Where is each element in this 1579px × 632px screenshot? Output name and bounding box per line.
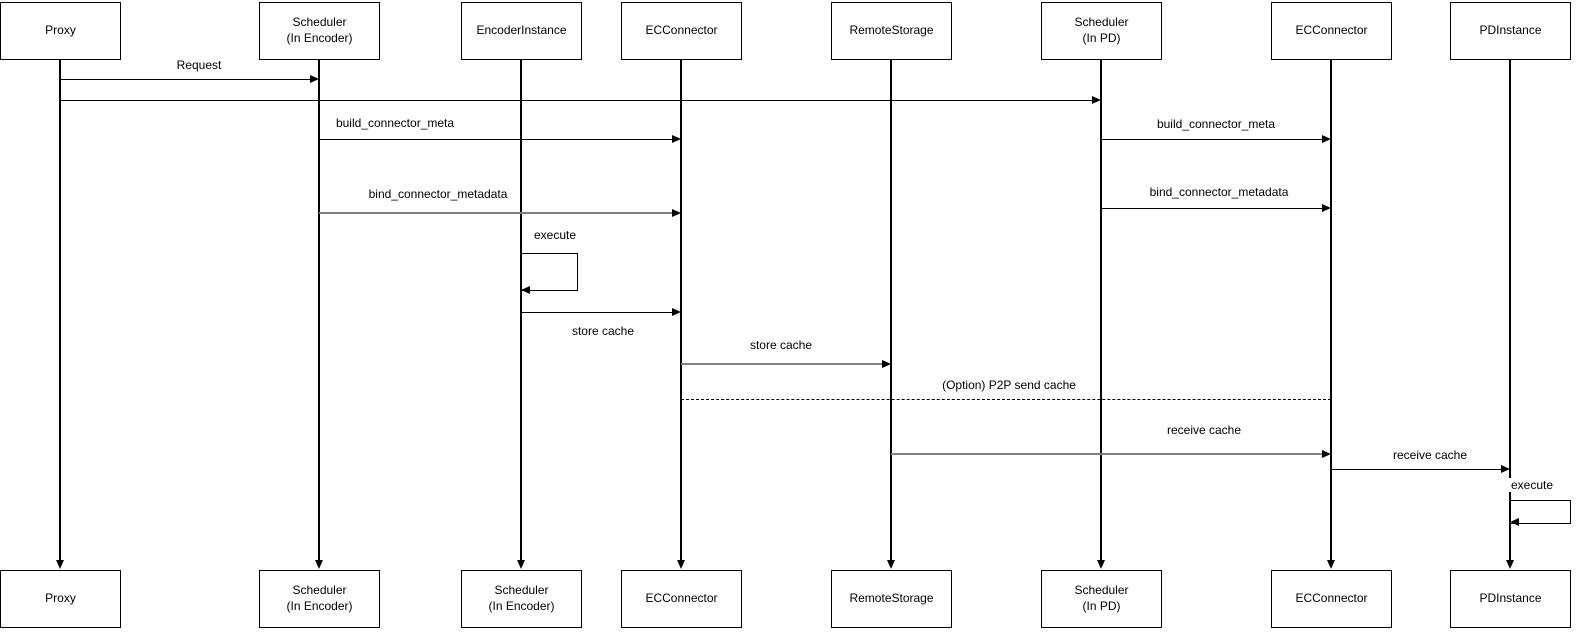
lifeline-scheduler-encoder [318, 60, 320, 561]
message-line-request [60, 78, 312, 80]
message-selfloop-execute-pd [1510, 500, 1571, 524]
participant-bottom-ec-connector-2: ECConnector [1271, 570, 1392, 628]
message-line-bind-connector-metadata-left [319, 212, 674, 215]
participant-top-proxy: Proxy [0, 2, 121, 60]
message-line-p2p-send-cache [681, 398, 1331, 400]
message-arrowhead-proxy-to-scheduler-pd [1092, 95, 1101, 104]
message-label-execute-pd: execute [1507, 478, 1557, 492]
message-label-receive-cache-1: receive cache [1163, 423, 1245, 437]
message-line-build-connector-meta-left [319, 138, 674, 140]
message-label-bind-connector-metadata-left: bind_connector_metadata [365, 187, 511, 201]
participant-bottom-encoder-instance: Scheduler (In Encoder) [461, 570, 582, 628]
participant-bottom-pd-instance: PDInstance [1450, 570, 1571, 628]
participant-bottom-scheduler-pd: Scheduler (In PD) [1041, 570, 1162, 628]
message-label-execute-encoder: execute [530, 228, 580, 242]
message-label-build-connector-meta-left: build_connector_meta [332, 116, 458, 130]
message-arrowhead-receive-cache-1 [1322, 449, 1331, 458]
message-arrowhead-store-cache-2 [882, 359, 891, 368]
lifeline-scheduler-pd [1100, 60, 1102, 561]
message-arrowhead-execute-pd [1510, 517, 1519, 526]
lifeline-remote-storage [890, 60, 892, 561]
message-line-proxy-to-scheduler-pd [60, 99, 1094, 101]
message-line-receive-cache-2 [1331, 468, 1503, 470]
message-label-bind-connector-metadata-right: bind_connector_metadata [1146, 185, 1292, 199]
participant-bottom-ec-connector-1: ECConnector [621, 570, 742, 628]
lifeline-proxy [59, 60, 61, 561]
lifeline-pd-instance [1509, 60, 1511, 561]
lifeline-ec-connector-2 [1330, 60, 1332, 561]
message-line-receive-cache-1 [891, 453, 1324, 456]
participant-top-scheduler-pd: Scheduler (In PD) [1041, 2, 1162, 60]
message-arrowhead-bind-connector-metadata-left [672, 208, 681, 217]
participant-top-scheduler-encoder: Scheduler (In Encoder) [259, 2, 380, 60]
message-selfloop-execute-encoder [521, 253, 578, 291]
message-line-build-connector-meta-right [1101, 138, 1324, 140]
message-arrowhead-receive-cache-2 [1501, 464, 1510, 473]
participant-top-remote-storage: RemoteStorage [831, 2, 952, 60]
participant-top-encoder-instance: EncoderInstance [461, 2, 582, 60]
lifeline-encoder-instance [520, 60, 522, 561]
message-label-request: Request [173, 58, 225, 72]
lifeline-arrowhead-pd-instance [1505, 560, 1514, 569]
message-arrowhead-bind-connector-metadata-right [1322, 203, 1331, 212]
message-arrowhead-build-connector-meta-right [1322, 134, 1331, 143]
participant-bottom-scheduler-encoder: Scheduler (In Encoder) [259, 570, 380, 628]
lifeline-arrowhead-scheduler-encoder [314, 560, 323, 569]
lifeline-arrowhead-proxy [55, 560, 64, 569]
message-label-store-cache-1: store cache [568, 324, 638, 338]
message-label-build-connector-meta-right: build_connector_meta [1153, 117, 1279, 131]
lifeline-arrowhead-ec-connector-2 [1326, 560, 1335, 569]
message-arrowhead-execute-encoder [521, 285, 530, 294]
lifeline-arrowhead-ec-connector-1 [676, 560, 685, 569]
participant-bottom-proxy: Proxy [0, 570, 121, 628]
participant-top-ec-connector-1: ECConnector [621, 2, 742, 60]
participant-top-ec-connector-2: ECConnector [1271, 2, 1392, 60]
message-line-bind-connector-metadata-right [1101, 207, 1324, 209]
message-line-store-cache-2 [681, 363, 884, 366]
lifeline-arrowhead-remote-storage [886, 560, 895, 569]
message-line-store-cache-1 [521, 311, 674, 313]
message-arrowhead-request [310, 74, 319, 83]
lifeline-arrowhead-encoder-instance [516, 560, 525, 569]
message-label-store-cache-2: store cache [746, 338, 816, 352]
lifeline-arrowhead-scheduler-pd [1096, 560, 1105, 569]
participant-top-pd-instance: PDInstance [1450, 2, 1571, 60]
participant-bottom-remote-storage: RemoteStorage [831, 570, 952, 628]
message-arrowhead-store-cache-1 [672, 307, 681, 316]
message-label-p2p-send-cache: (Option) P2P send cache [939, 378, 1079, 392]
message-arrowhead-build-connector-meta-left [672, 134, 681, 143]
message-label-receive-cache-2: receive cache [1389, 448, 1471, 462]
